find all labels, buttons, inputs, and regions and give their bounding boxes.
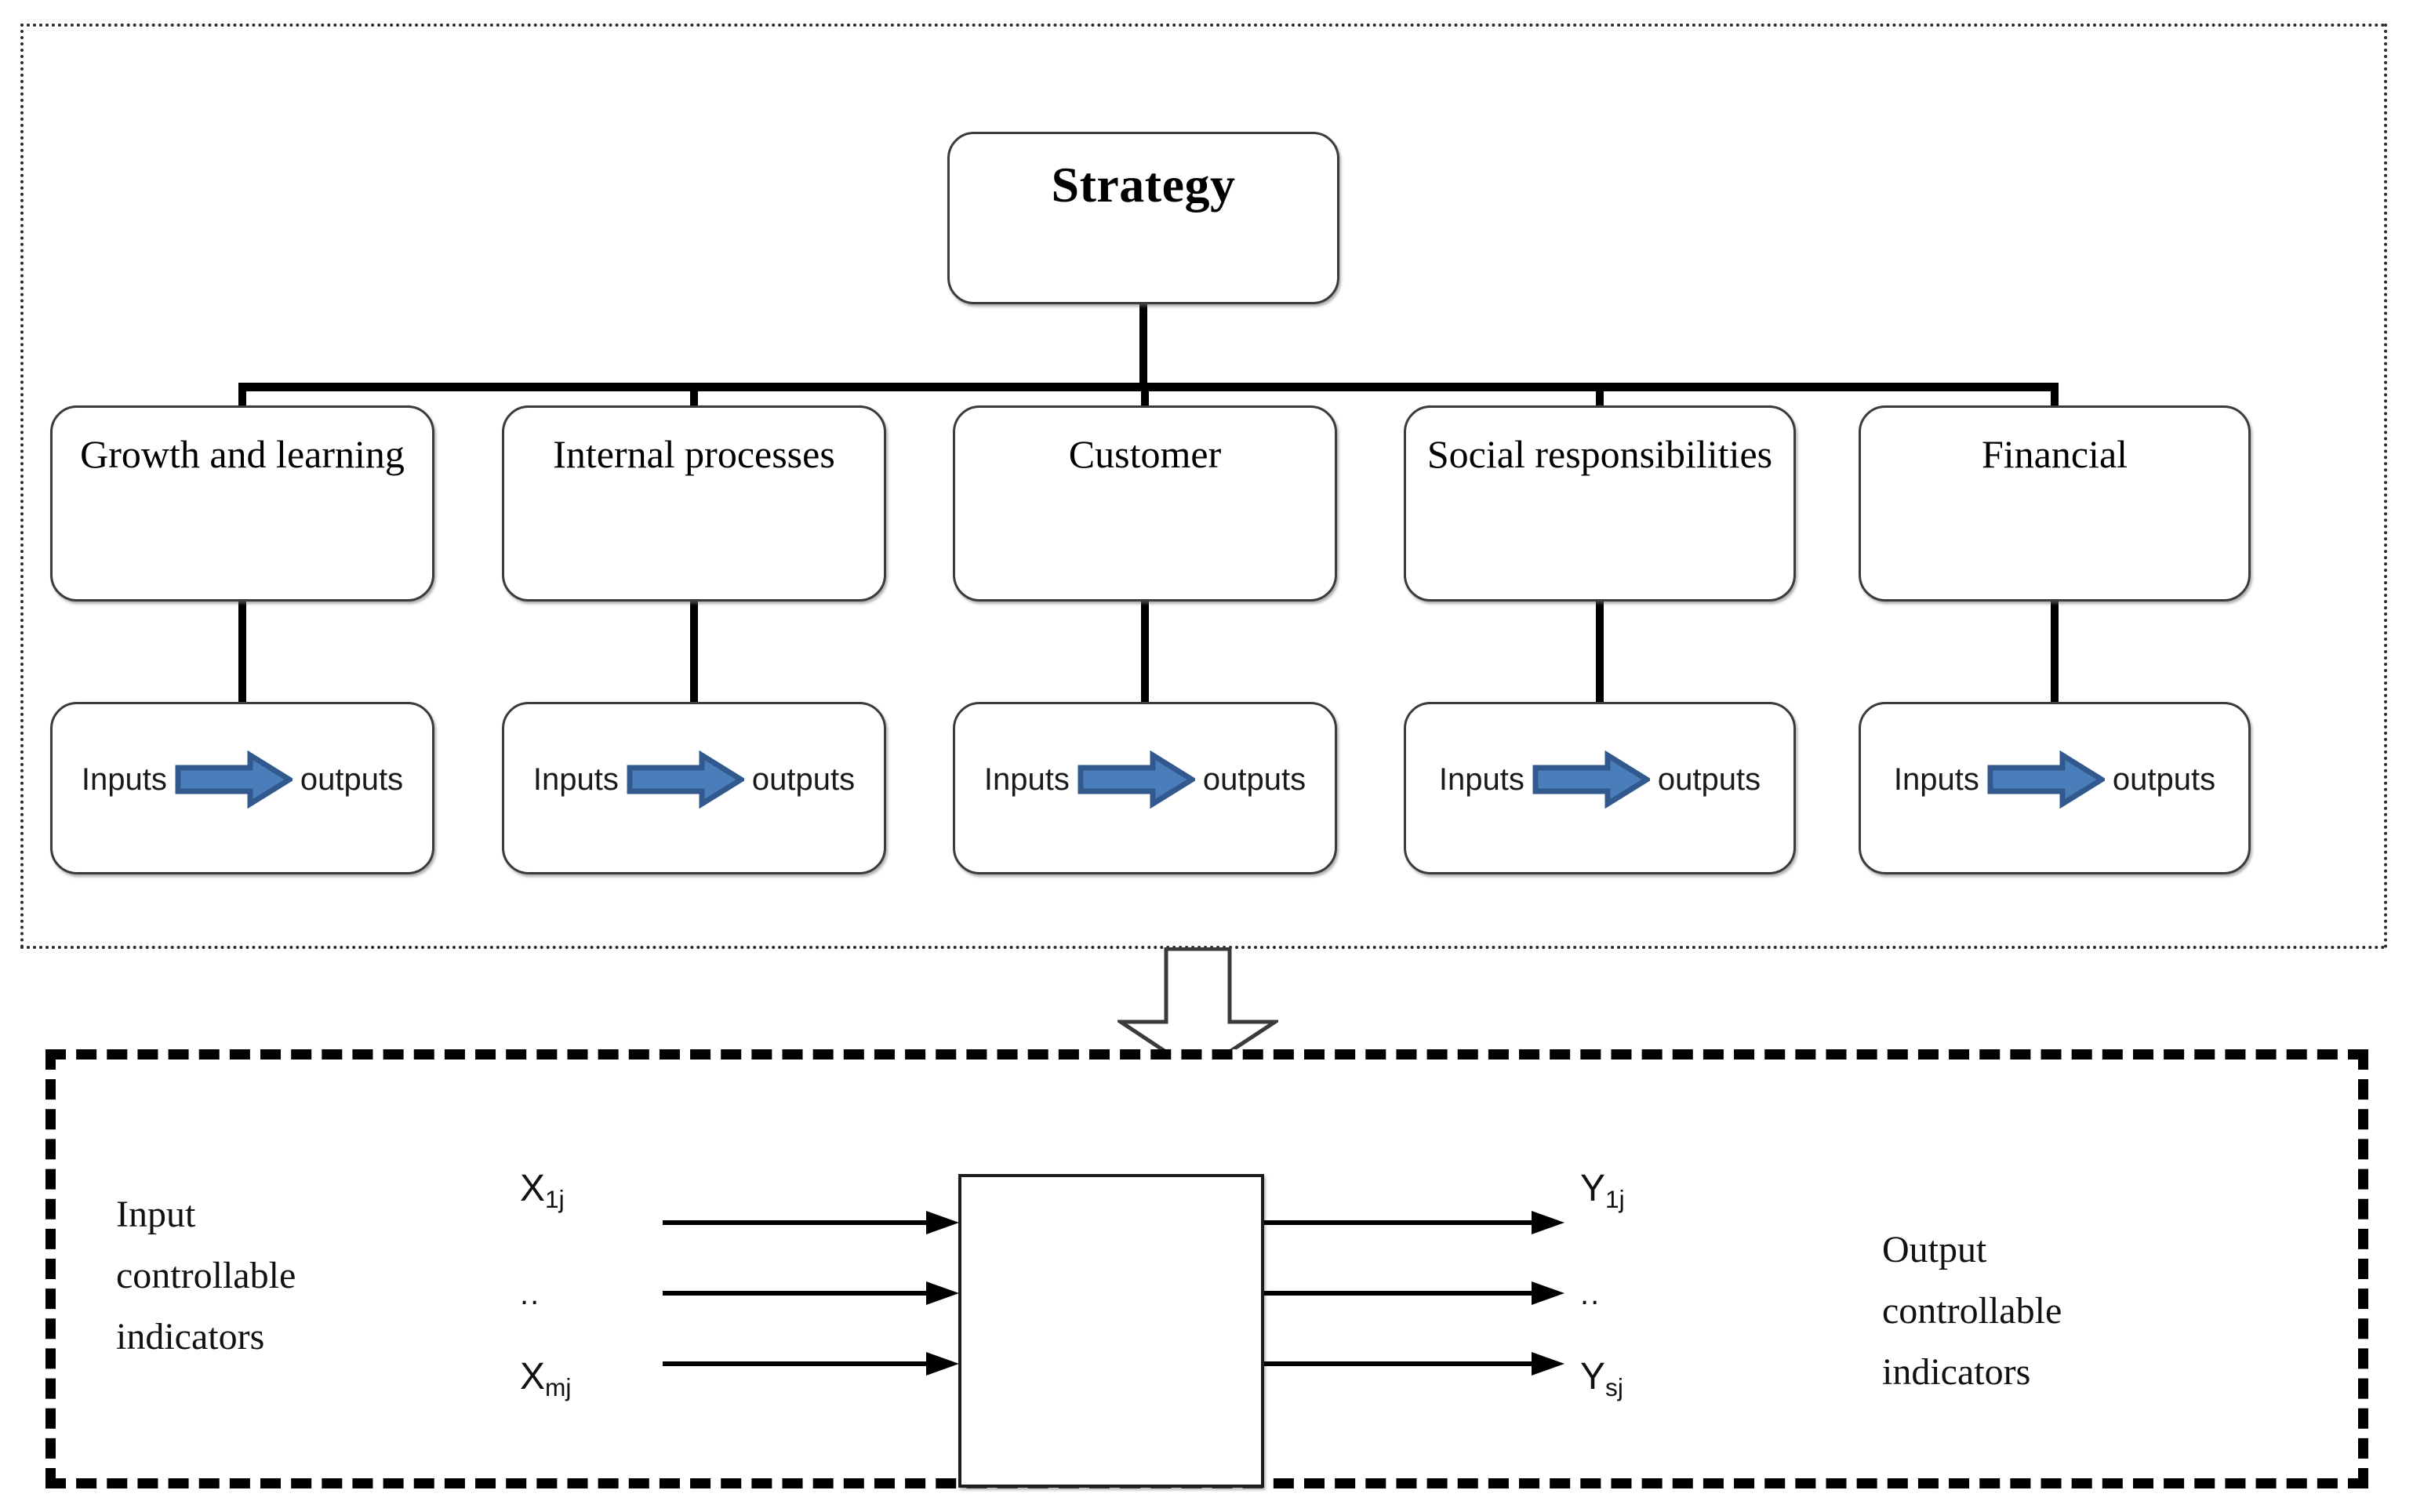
io-box-social-responsibilities[interactable]: Inputs outputs [1404, 702, 1796, 874]
node-strategy-label: Strategy [1051, 157, 1236, 213]
dmu-process-box[interactable] [958, 1174, 1264, 1488]
variable-label-ysj: Ysj [1580, 1356, 1623, 1401]
output-flow-arrow-icon [1264, 1209, 1566, 1236]
io-row: Inputs outputs [1861, 751, 2248, 809]
node-customer[interactable]: Customer [953, 405, 1337, 602]
io-inputs-label: Inputs [1438, 761, 1524, 797]
input-controllable-indicators-label: Input controllable indicators [116, 1194, 296, 1358]
input-flow-arrow-icon [663, 1209, 961, 1236]
io-box-financial[interactable]: Inputs outputs [1859, 702, 2251, 874]
node-financial-label: Financial [1981, 432, 2128, 476]
io-box-internal-processes[interactable]: Inputs outputs [502, 702, 886, 874]
node-internal-processes-label: Internal processes [553, 432, 835, 476]
node-growth-and-learning[interactable]: Growth and learning [50, 405, 434, 602]
node-financial[interactable]: Financial [1859, 405, 2251, 602]
variable-subscript: sj [1605, 1372, 1623, 1401]
io-box-growth-and-learning[interactable]: Inputs outputs [50, 702, 434, 874]
io-row: Inputs outputs [53, 751, 432, 809]
block-arrow-right-icon [175, 751, 293, 809]
input-flow-arrow-icon [663, 1350, 961, 1377]
output-flow-arrow-icon [1264, 1350, 1566, 1377]
block-arrow-right-icon [1532, 751, 1650, 809]
io-inputs-label: Inputs [983, 761, 1070, 797]
node-internal-processes[interactable]: Internal processes [502, 405, 886, 602]
connector-growth-to-io [238, 596, 246, 707]
io-row: Inputs outputs [1406, 751, 1793, 809]
io-inputs-label: Inputs [1893, 761, 1979, 797]
io-inputs-label: Inputs [532, 761, 619, 797]
connector-drop-customer [1141, 383, 1149, 414]
io-outputs-label: outputs [751, 761, 856, 797]
connector-customer-to-io [1141, 596, 1149, 707]
variable-label-x-ellipsis: .. [520, 1277, 541, 1311]
block-arrow-right-icon [627, 751, 744, 809]
variable-subscript: mj [545, 1372, 572, 1401]
io-row: Inputs outputs [504, 751, 884, 809]
connector-drop-financial [2051, 383, 2059, 414]
output-flow-arrow-icon [1264, 1280, 1566, 1307]
io-outputs-label: outputs [1202, 761, 1306, 797]
connector-drop-growth [238, 383, 246, 414]
input-flow-arrow-icon [663, 1280, 961, 1307]
io-outputs-label: outputs [300, 761, 404, 797]
io-outputs-label: outputs [1657, 761, 1761, 797]
block-arrow-right-icon [1987, 751, 2105, 809]
connector-social-to-io [1596, 596, 1604, 707]
io-inputs-label: Inputs [81, 761, 167, 797]
variable-label-y1j: Y1j [1580, 1168, 1625, 1213]
io-box-customer[interactable]: Inputs outputs [953, 702, 1337, 874]
node-social-responsibilities-label: Social responsibilities [1426, 432, 1773, 476]
hollow-down-arrow-icon [1114, 947, 1282, 1077]
connector-internal-to-io [690, 596, 698, 707]
connector-drop-social [1596, 383, 1604, 414]
output-controllable-indicators-label: Output controllable indicators [1882, 1229, 2062, 1393]
variable-subscript: 1j [545, 1184, 565, 1213]
block-arrow-right-icon [1077, 751, 1195, 809]
variable-label-xmj: Xmj [520, 1356, 572, 1401]
io-outputs-label: outputs [2112, 761, 2216, 797]
node-strategy[interactable]: Strategy [947, 132, 1339, 304]
variable-subscript: 1j [1605, 1184, 1625, 1213]
node-customer-label: Customer [1068, 432, 1222, 476]
variable-label-y-ellipsis: .. [1580, 1277, 1601, 1311]
node-growth-and-learning-label: Growth and learning [80, 432, 405, 476]
connector-financial-to-io [2051, 596, 2059, 707]
io-row: Inputs outputs [955, 751, 1335, 809]
connector-strategy-stem [1139, 303, 1147, 389]
connector-drop-internal [690, 383, 698, 414]
variable-label-x1j: X1j [520, 1168, 565, 1213]
node-social-responsibilities[interactable]: Social responsibilities [1404, 405, 1796, 602]
